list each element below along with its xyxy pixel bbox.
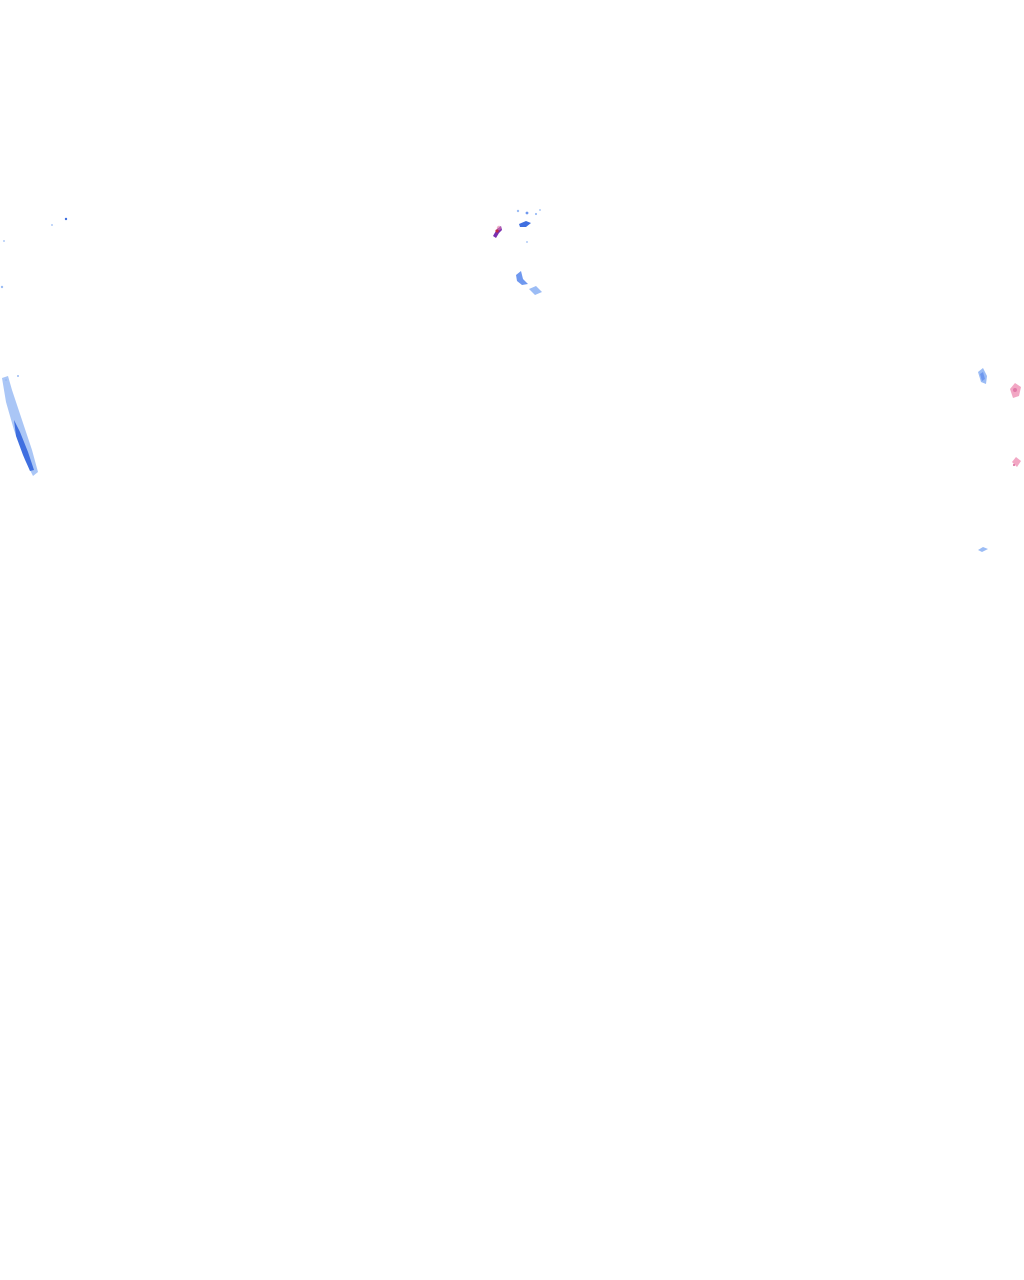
echo-speck bbox=[525, 211, 529, 215]
echo-cluster-upper-left bbox=[0, 217, 68, 289]
echo-speck bbox=[516, 209, 520, 213]
echo-patch bbox=[529, 286, 542, 295]
echo-speck bbox=[534, 212, 538, 216]
echo-speck bbox=[539, 209, 541, 211]
echo-speck bbox=[51, 224, 53, 226]
echo-cluster-right bbox=[978, 368, 1021, 552]
echo-streak-core bbox=[14, 420, 34, 471]
echo-cluster-center bbox=[493, 209, 542, 295]
echo-speck bbox=[3, 240, 5, 242]
echo-streak-outer bbox=[2, 376, 38, 476]
echo-patch-pink bbox=[1012, 457, 1021, 467]
echo-cell-core bbox=[1013, 388, 1017, 392]
echo-speck bbox=[5, 379, 7, 381]
echo-speck bbox=[17, 375, 19, 377]
echo-patch-core bbox=[980, 372, 985, 381]
echo-cell-halo bbox=[496, 225, 502, 231]
echo-speck bbox=[526, 241, 528, 243]
echo-patch bbox=[516, 271, 528, 285]
echo-cell-core bbox=[495, 229, 499, 233]
echo-patch bbox=[978, 547, 988, 552]
echo-band-left bbox=[2, 375, 38, 476]
echo-speck bbox=[64, 217, 68, 221]
echo-patch bbox=[519, 221, 531, 227]
echo-speck bbox=[1012, 463, 1016, 467]
echo-speck bbox=[0, 285, 4, 289]
